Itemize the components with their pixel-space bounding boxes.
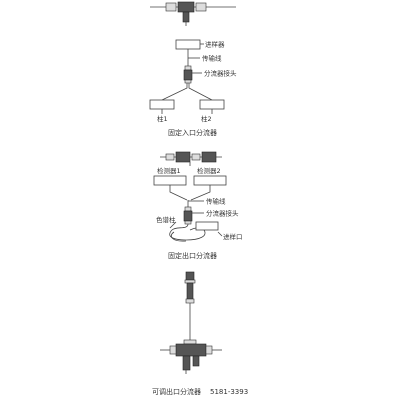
column2-box <box>199 99 225 110</box>
injector-box <box>175 39 201 50</box>
transfer-line-label: 传输线 <box>202 54 222 63</box>
column2-label: 柱2 <box>201 114 212 123</box>
detector2-box <box>193 175 227 186</box>
adjustable-caption: 可调出口分流器 <box>152 387 201 396</box>
detector1-box <box>153 175 187 186</box>
column-label: 色谱柱 <box>156 215 176 224</box>
outlet-splitter-fitting-label: 分流器接头 <box>206 209 239 218</box>
top-tee-fitting <box>150 1 236 26</box>
column1-label: 柱1 <box>157 114 168 123</box>
inlet-port-label: 进样口 <box>223 232 243 241</box>
detector2-label: 检测器2 <box>197 166 221 175</box>
adjustable-body <box>175 343 207 357</box>
inlet-splitter: 进样器 传输线 分流器接头 柱1 柱2 固定入口分流器 <box>149 39 237 137</box>
outlet-transfer-line-label: 传输线 <box>206 197 226 206</box>
outlet-splitter-fitting <box>183 210 193 222</box>
inlet-caption: 固定入口分流器 <box>168 128 217 137</box>
outlet-caption: 固定出口分流器 <box>168 251 217 260</box>
outlet-splitter: 检测器1 检测器2 传输线 分流器接头 色谱柱 进样口 固定出口分流器 <box>153 151 243 260</box>
detector1-label: 检测器1 <box>157 166 181 175</box>
adjustable-splitter: 可调出口分流器 5181-3393 <box>152 271 248 396</box>
splitter-fitting-label: 分流器接头 <box>204 69 237 78</box>
adjustable-part-number: 5181-3393 <box>210 388 248 396</box>
inlet-port-box <box>195 221 219 231</box>
column1-box <box>149 99 175 110</box>
splitter-fitting <box>183 69 193 81</box>
injector-label: 进样器 <box>205 40 225 49</box>
